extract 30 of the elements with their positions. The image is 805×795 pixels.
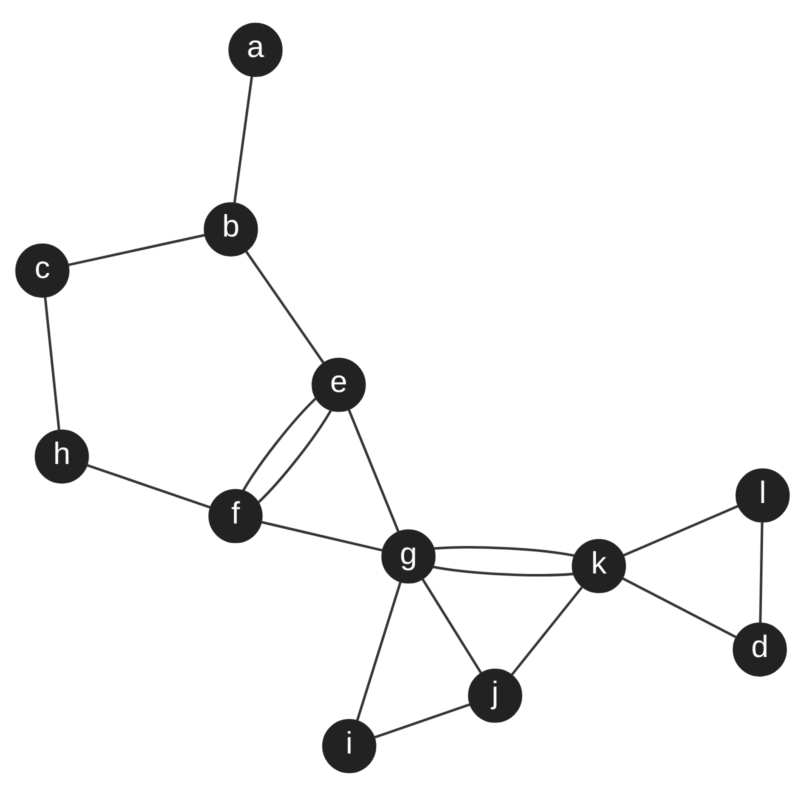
connector: [257, 408, 332, 503]
node-circle: c: [15, 243, 70, 298]
connector: [260, 520, 384, 552]
node-circle: h: [34, 428, 89, 484]
connector: [44, 296, 60, 430]
node-circle: f: [208, 488, 263, 543]
connector: [356, 580, 402, 720]
connector: [622, 504, 739, 556]
connector: [348, 408, 400, 532]
node-circle: e: [312, 357, 366, 412]
connector: [759, 521, 764, 623]
node-circle: g: [381, 528, 436, 584]
node-circle: l: [736, 468, 790, 522]
node-circle: j: [468, 668, 522, 722]
connector: [68, 233, 205, 266]
connector: [432, 565, 574, 576]
node-circle: a: [228, 22, 283, 76]
connector: [622, 576, 738, 638]
connector: [374, 702, 471, 738]
node-circle: i: [322, 718, 376, 773]
connector: [242, 396, 317, 491]
connector: [421, 578, 482, 674]
node-circle: k: [572, 538, 626, 593]
connector: [86, 463, 212, 508]
connector: [233, 76, 254, 204]
connector: [434, 546, 575, 556]
connector: [244, 250, 325, 364]
connector: [510, 586, 583, 676]
node-circle: d: [732, 622, 787, 676]
node-circle: b: [204, 202, 258, 256]
